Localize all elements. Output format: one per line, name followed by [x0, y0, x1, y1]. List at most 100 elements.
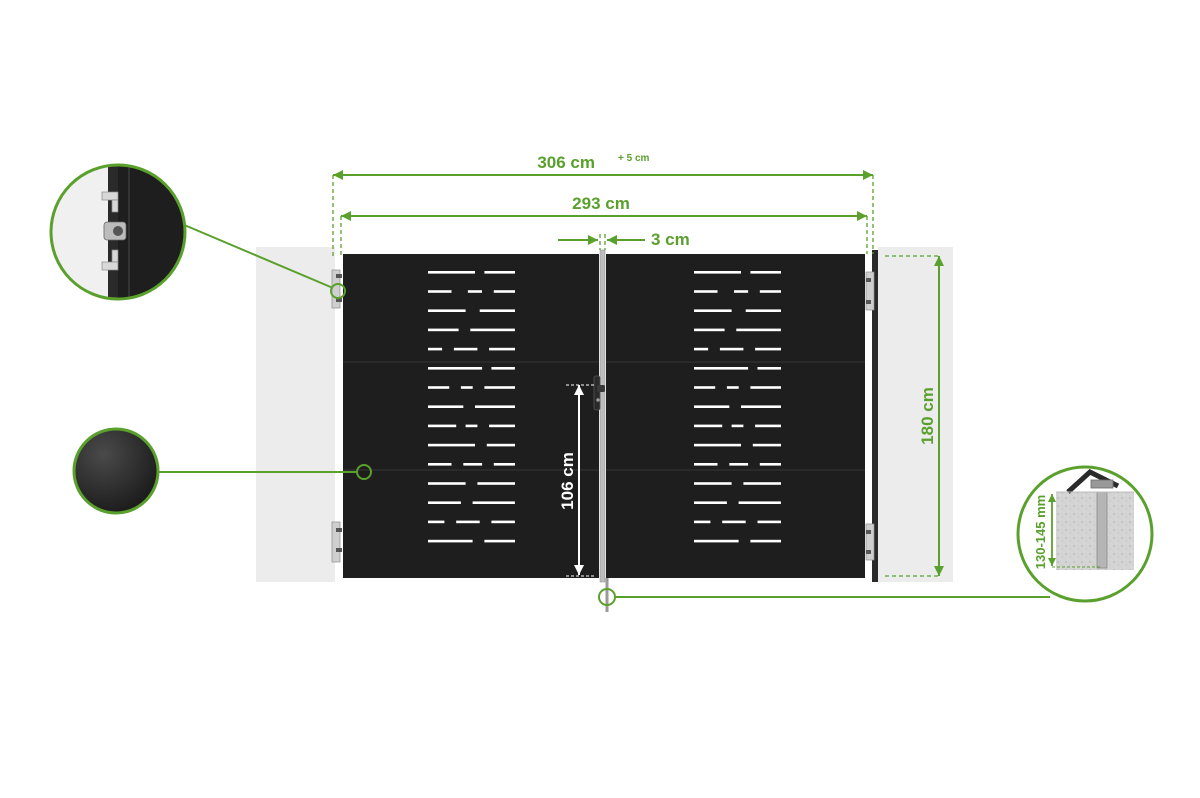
slot-cutout	[694, 347, 709, 351]
dimension-extension-lines	[332, 175, 939, 577]
slot-cutout	[428, 405, 464, 408]
slot-cutout	[484, 271, 515, 274]
slot-cutout	[428, 271, 475, 274]
slot-cutout	[465, 424, 478, 428]
slot-cutout	[694, 309, 732, 312]
slot-cutout	[736, 328, 781, 332]
slot-cutout	[467, 290, 482, 293]
slot-cutout	[694, 405, 730, 408]
slot-cutout	[694, 443, 741, 447]
slot-cutout	[750, 539, 781, 543]
door-handle	[593, 375, 605, 411]
slot-cutout	[493, 463, 515, 466]
slot-cutout	[694, 463, 718, 466]
slot-cutout	[428, 367, 483, 370]
total-width-label: 306 cm	[537, 153, 595, 172]
height-label: 180 cm	[918, 387, 937, 445]
slot-cutout	[428, 463, 452, 466]
slot-cutout	[463, 463, 483, 466]
slot-cutout	[428, 290, 452, 293]
callout-connectors	[158, 223, 1050, 598]
slot-cutout	[493, 290, 515, 293]
slot-cutout	[475, 405, 515, 408]
left-gate-leaf	[343, 254, 599, 578]
color-swatch-callout	[72, 427, 160, 515]
gate-width-label: 293 cm	[572, 194, 630, 213]
slot-cutout	[741, 405, 781, 408]
gate-leaves	[343, 254, 865, 578]
slot-cutout	[726, 386, 739, 389]
slot-cutout	[719, 347, 744, 351]
slot-cutout	[731, 424, 744, 428]
dimension-lines	[333, 170, 944, 576]
slot-cutout	[757, 520, 781, 524]
slot-cutout	[694, 271, 741, 274]
slot-cutout	[694, 482, 732, 485]
slot-cutout	[738, 501, 781, 504]
slot-cutout	[453, 347, 478, 351]
slot-cutout	[428, 386, 450, 389]
slot-cutout	[734, 290, 749, 293]
slot-cutout	[694, 424, 723, 428]
slot-cutout	[755, 347, 781, 351]
slot-cutout	[428, 328, 459, 332]
center-stop-bar	[599, 249, 606, 583]
slot-cutout	[759, 290, 781, 293]
slot-cutout	[752, 443, 781, 447]
ground-bolt-icon	[1056, 468, 1134, 570]
slot-cutout	[428, 443, 475, 447]
handle-height-label: 106 cm	[558, 452, 577, 510]
slot-cutout	[489, 424, 515, 428]
slot-cutout	[694, 386, 716, 389]
total-width-tolerance-label: + 5 cm	[618, 153, 650, 164]
slot-cutout	[428, 309, 466, 312]
hinge-detail-callout	[49, 163, 187, 301]
slot-cutout	[729, 463, 749, 466]
ground-bolt-callout: 130-145 mm	[1016, 465, 1154, 603]
slot-cutout	[694, 520, 711, 524]
slot-cutout	[484, 539, 515, 543]
slot-cutout	[486, 443, 515, 447]
slot-cutout	[428, 482, 466, 485]
slot-cutout	[722, 520, 746, 524]
slot-cutout	[757, 367, 781, 370]
slot-cutout	[472, 501, 515, 504]
slot-cutout	[484, 386, 515, 389]
slot-cutout	[479, 309, 515, 312]
left-pillar	[256, 247, 335, 582]
slot-cutout	[743, 482, 781, 485]
slot-cutout	[491, 520, 515, 524]
slot-cutout	[428, 501, 461, 504]
slot-cutout	[745, 309, 781, 312]
slot-cutout	[456, 520, 480, 524]
slot-cutout	[694, 501, 727, 504]
slot-cutout	[428, 539, 473, 543]
anthracite-swatch-icon	[72, 427, 160, 515]
callout-markers	[330, 283, 616, 606]
right-gate-leaf	[606, 254, 865, 578]
slot-cutout	[460, 386, 473, 389]
slot-cutout	[759, 463, 781, 466]
slot-cutout	[470, 328, 515, 332]
right-leaf-slot-pattern	[694, 271, 781, 543]
slot-cutout	[694, 290, 718, 293]
slot-cutout	[694, 539, 739, 543]
center-gap-label: 3 cm	[651, 230, 690, 249]
right-hinges	[865, 250, 878, 582]
hinge-icon	[101, 165, 185, 299]
slot-cutout	[428, 424, 457, 428]
slot-cutout	[428, 520, 445, 524]
slot-cutout	[477, 482, 515, 485]
handle-height-dimension	[566, 384, 594, 577]
slot-cutout	[491, 367, 515, 370]
slot-cutout	[750, 271, 781, 274]
slot-cutout	[428, 347, 443, 351]
slot-cutout	[694, 367, 749, 370]
left-leaf-slot-pattern	[428, 271, 515, 543]
slot-cutout	[755, 424, 781, 428]
ground-bolt-depth-label: 130-145 mm	[1033, 495, 1048, 569]
slot-cutout	[694, 328, 725, 332]
right-pillar	[878, 247, 953, 582]
